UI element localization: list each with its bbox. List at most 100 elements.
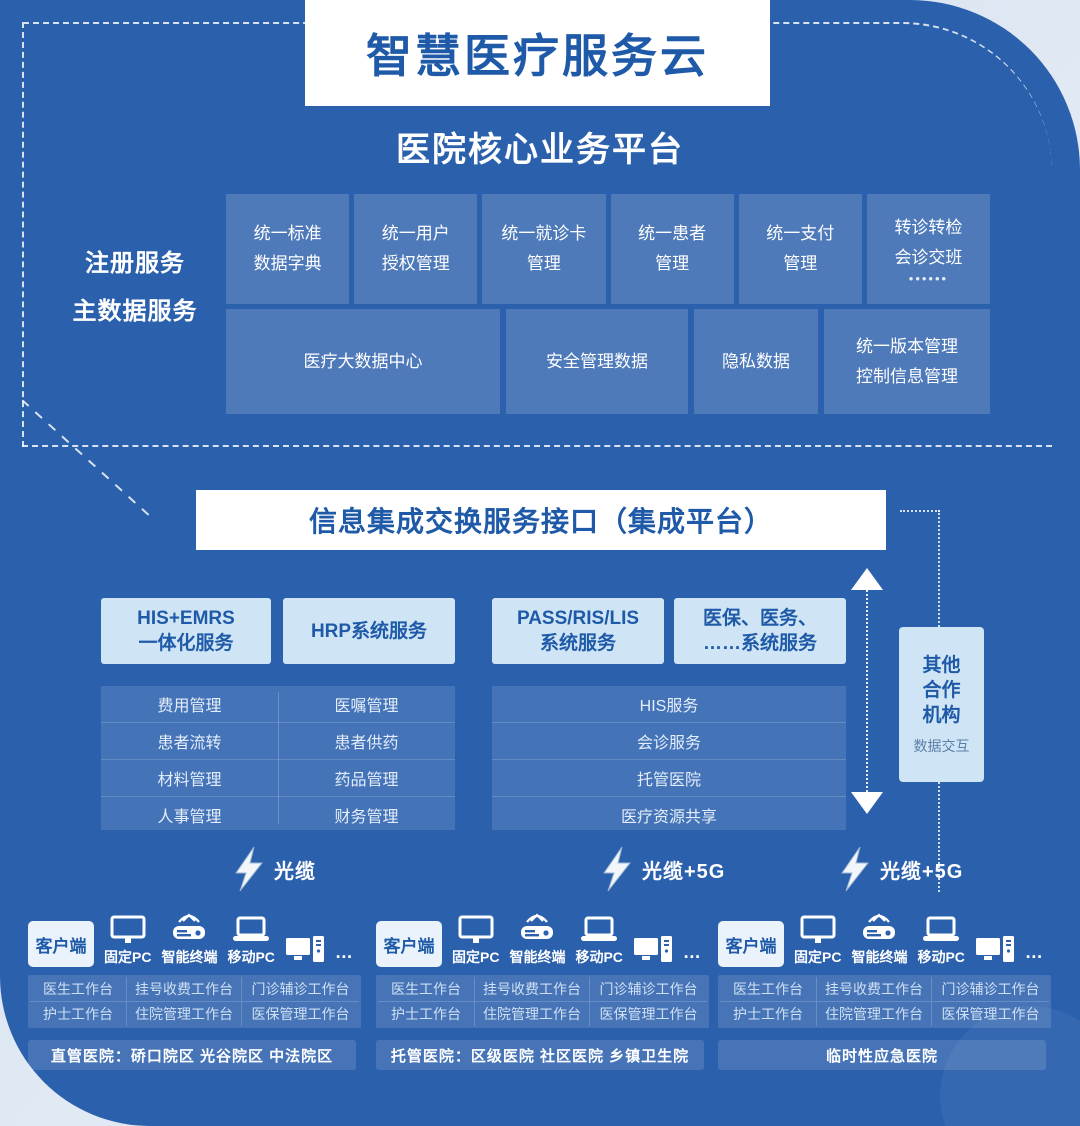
device-label: 固定PC bbox=[794, 949, 842, 965]
system-card-pass-ris-lis[interactable]: PASS/RIS/LIS 系统服务 bbox=[492, 598, 664, 664]
laptop-icon bbox=[923, 916, 960, 941]
client-chip[interactable]: 客户端 bbox=[376, 921, 442, 967]
pc-tower-icon bbox=[975, 936, 1014, 962]
device-smart-terminal[interactable]: 智能终端 bbox=[161, 913, 217, 967]
workbench-cell[interactable]: 挂号收费工作台 bbox=[817, 977, 932, 1002]
device-label: 固定PC bbox=[452, 949, 500, 965]
page-title: 智慧医疗服务云 bbox=[366, 30, 709, 82]
workbench-cell[interactable]: 护士工作台 bbox=[30, 1002, 127, 1026]
hospital-bar[interactable]: 临时性应急医院 bbox=[718, 1040, 1046, 1070]
workbench-row: 医生工作台 挂号收费工作台 门诊辅诊工作台 bbox=[378, 977, 707, 1002]
service-box-line2: 管理 bbox=[655, 254, 690, 273]
workbench-cell[interactable]: 住院管理工作台 bbox=[817, 1002, 932, 1026]
service-box[interactable]: 转诊转检 会诊交班 •••••• bbox=[866, 194, 991, 304]
system-card-line2: ……系统服务 bbox=[702, 633, 817, 654]
system-card-line2: 一体化服务 bbox=[138, 633, 234, 654]
hospital-bar[interactable]: 直管医院：硚口院区 光谷院区 中法院区 bbox=[28, 1040, 356, 1070]
device-smart-terminal[interactable]: 智能终端 bbox=[851, 913, 907, 967]
function-panel-left: 费用管理 患者流转 材料管理 人事管理 医嘱管理 患者供药 药品管理 财务管理 bbox=[101, 686, 455, 830]
data-box[interactable]: 安全管理数据 bbox=[506, 309, 688, 414]
function-panel-divider bbox=[278, 692, 279, 824]
function-item[interactable]: 人事管理 bbox=[157, 809, 222, 826]
service-box[interactable]: 统一用户 授权管理 bbox=[354, 194, 478, 304]
device-mobile-pc[interactable]: 移动PC bbox=[575, 915, 623, 967]
laptop-icon bbox=[581, 916, 618, 941]
partner-institutions-box[interactable]: 其他 合作 机构 数据交互 bbox=[899, 627, 984, 782]
function-item[interactable]: 财务管理 bbox=[334, 809, 399, 826]
service-box[interactable]: 统一支付 管理 bbox=[738, 194, 862, 304]
registry-label-line2: 主数据服务 bbox=[72, 298, 198, 325]
workbench-cell[interactable]: 住院管理工作台 bbox=[475, 1002, 590, 1026]
device-pc-tower[interactable] bbox=[975, 935, 1015, 967]
workbench-cell[interactable]: 门诊辅诊工作台 bbox=[590, 977, 707, 1002]
workbench-cell[interactable]: 医保管理工作台 bbox=[941, 1006, 1040, 1022]
function-item[interactable]: 药品管理 bbox=[278, 760, 455, 797]
function-item[interactable]: 医疗资源共享 bbox=[620, 809, 717, 826]
device-fixed-pc[interactable]: 固定PC bbox=[794, 915, 841, 967]
client-column: 客户端 固定PC 智能终端 bbox=[376, 905, 709, 1028]
system-card-line1: 医保、医务、 bbox=[702, 608, 817, 629]
device-row: 客户端 固定PC 智能终端 bbox=[28, 905, 361, 967]
workbench-row: 医生工作台 挂号收费工作台 门诊辅诊工作台 bbox=[720, 977, 1049, 1002]
data-box[interactable]: 隐私数据 bbox=[694, 309, 818, 414]
service-box[interactable]: 统一标准 数据字典 bbox=[226, 194, 350, 304]
arrow-down-icon bbox=[851, 792, 883, 814]
device-pc-tower[interactable] bbox=[285, 935, 325, 967]
workbench-cell[interactable]: 挂号收费工作台 bbox=[475, 977, 590, 1002]
device-pc-tower[interactable] bbox=[633, 935, 673, 967]
workbench-cell[interactable]: 门诊辅诊工作台 bbox=[932, 977, 1049, 1002]
workbench-panel: 医生工作台 挂号收费工作台 门诊辅诊工作台 护士工作台 住院管理工作台 医保管理… bbox=[718, 975, 1051, 1028]
function-item[interactable]: 患者流转 bbox=[101, 723, 278, 760]
cable-label-group: 光缆+5G bbox=[838, 845, 963, 893]
connector-vertical-dotted bbox=[866, 590, 868, 792]
data-box-line1: 医疗大数据中心 bbox=[303, 351, 423, 371]
partner-line2: 合作 bbox=[922, 680, 961, 701]
service-box[interactable]: 统一就诊卡 管理 bbox=[482, 194, 606, 304]
data-box[interactable]: 医疗大数据中心 bbox=[226, 309, 500, 414]
workbench-cell[interactable]: 挂号收费工作台 bbox=[127, 977, 242, 1002]
function-item[interactable]: HIS服务 bbox=[492, 686, 846, 723]
integration-platform-label: 信息集成交换服务接口（集成平台） bbox=[308, 506, 773, 537]
client-chip[interactable]: 客户端 bbox=[718, 921, 784, 967]
wifi-router-icon bbox=[863, 913, 896, 939]
workbench-cell[interactable]: 护士工作台 bbox=[378, 1002, 475, 1026]
workbench-cell[interactable]: 医保管理工作台 bbox=[599, 1006, 698, 1022]
workbench-cell[interactable]: 医生工作台 bbox=[720, 977, 817, 1002]
service-box-row: 统一标准 数据字典 统一用户 授权管理 统一就诊卡 管理 统一患者 管理 统一支… bbox=[226, 194, 991, 304]
lightning-bolt-icon bbox=[235, 846, 264, 892]
workbench-row: 护士工作台 住院管理工作台 医保管理工作台 bbox=[378, 1002, 707, 1026]
workbench-cell[interactable]: 门诊辅诊工作台 bbox=[242, 977, 359, 1002]
data-box[interactable]: 统一版本管理 控制信息管理 bbox=[824, 309, 990, 414]
function-item[interactable]: 医嘱管理 bbox=[278, 686, 455, 723]
device-mobile-pc[interactable]: 移动PC bbox=[227, 915, 275, 967]
service-box[interactable]: 统一患者 管理 bbox=[610, 194, 734, 304]
system-card-hrp[interactable]: HRP系统服务 bbox=[283, 598, 455, 664]
service-box-line2: 会诊交班 bbox=[894, 248, 963, 267]
service-box-line1: 统一用户 bbox=[381, 224, 450, 243]
workbench-cell[interactable]: 医生工作台 bbox=[378, 977, 475, 1002]
hospital-bar[interactable]: 托管医院：区级医院 社区医院 乡镇卫生院 bbox=[376, 1040, 704, 1070]
device-smart-terminal[interactable]: 智能终端 bbox=[509, 913, 565, 967]
function-item[interactable]: 费用管理 bbox=[101, 686, 278, 723]
device-fixed-pc[interactable]: 固定PC bbox=[104, 915, 151, 967]
workbench-cell[interactable]: 住院管理工作台 bbox=[127, 1002, 242, 1026]
function-item[interactable]: 材料管理 bbox=[101, 760, 278, 797]
workbench-cell[interactable]: 护士工作台 bbox=[720, 1002, 817, 1026]
device-fixed-pc[interactable]: 固定PC bbox=[452, 915, 499, 967]
function-item[interactable]: 患者供药 bbox=[278, 723, 455, 760]
function-item[interactable]: 会诊服务 bbox=[492, 723, 846, 760]
workbench-cell[interactable]: 医保管理工作台 bbox=[251, 1006, 350, 1022]
service-box-line1: 转诊转检 bbox=[894, 218, 963, 237]
workbench-cell[interactable]: 医生工作台 bbox=[30, 977, 127, 1002]
client-chip[interactable]: 客户端 bbox=[28, 921, 94, 967]
registry-labels: 注册服务 主数据服务 bbox=[45, 240, 225, 336]
device-mobile-pc[interactable]: 移动PC bbox=[917, 915, 965, 967]
cable-label: 光缆+5G bbox=[880, 860, 964, 883]
system-card-medical-insurance[interactable]: 医保、医务、 ……系统服务 bbox=[674, 598, 846, 664]
function-item[interactable]: 托管医院 bbox=[492, 760, 846, 797]
data-box-line1: 统一版本管理 bbox=[856, 336, 958, 356]
page-title-card: 智慧医疗服务云 bbox=[305, 0, 770, 106]
system-card-his-emrs[interactable]: HIS+EMRS 一体化服务 bbox=[101, 598, 271, 664]
page-subtitle: 医院核心业务平台 bbox=[396, 131, 684, 169]
